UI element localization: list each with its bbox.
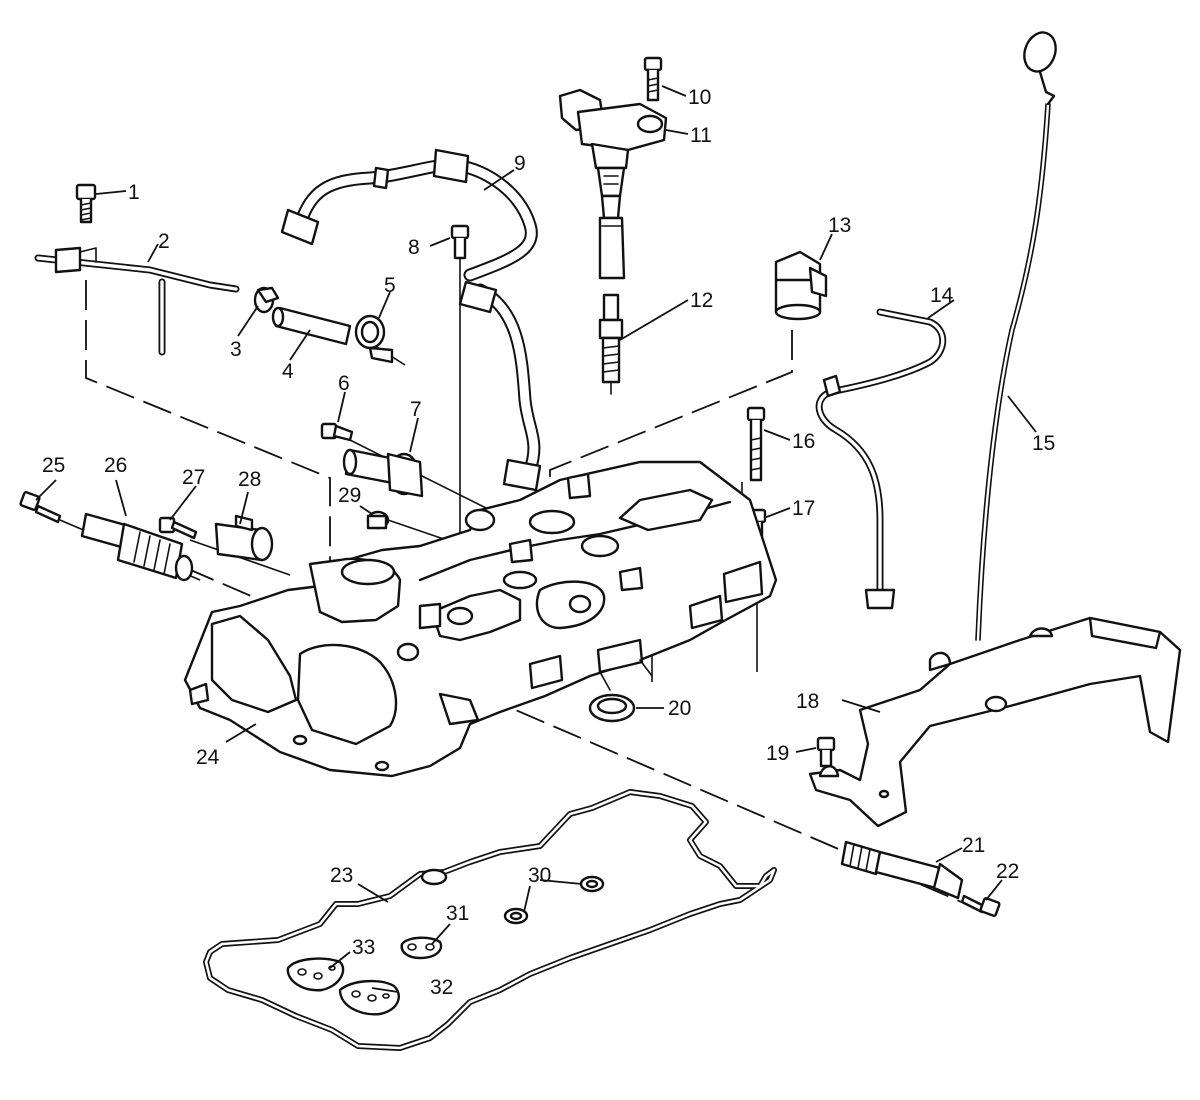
part-20-seal: [588, 693, 636, 723]
callout-14: 14: [930, 284, 954, 307]
callout-20: 20: [668, 697, 691, 720]
part-10-bolt: [643, 56, 663, 102]
leader-lines: [35, 85, 1037, 993]
callout-19: 19: [766, 742, 789, 765]
callout-3: 3: [230, 338, 242, 361]
callout-8: 8: [408, 236, 420, 259]
part-2-vent-tube: [34, 246, 240, 356]
part-21-solenoid: [840, 840, 964, 900]
part-27-bolt: [158, 516, 198, 540]
callout-22: 22: [996, 860, 1019, 883]
part-14-dipstick-tube: [815, 308, 947, 610]
callout-24: 24: [196, 746, 220, 769]
callout-7: 7: [410, 398, 422, 421]
part-8-bolt: [450, 224, 470, 260]
part-15-dipstick: [975, 31, 1057, 641]
callout-31: 31: [446, 902, 469, 925]
part-11-ignition-coil: [558, 88, 668, 280]
part-6-bolt: [320, 422, 354, 442]
part-3-clamp: [253, 286, 280, 314]
callout-25: 25: [42, 454, 65, 477]
part-25-bolt: [19, 491, 62, 524]
callout-26: 26: [104, 454, 127, 477]
callout-28: 28: [238, 468, 261, 491]
part-12-spark-plug: [598, 293, 624, 395]
callout-29: 29: [338, 484, 361, 507]
part-28-seal: [214, 514, 274, 562]
callout-23: 23: [330, 864, 353, 887]
callout-5: 5: [384, 274, 396, 297]
part-4-hose: [271, 306, 352, 346]
part-26-solenoid: [80, 512, 194, 582]
part-22-bolt: [960, 894, 1001, 917]
callout-12: 12: [690, 289, 713, 312]
part-16-bolt: [746, 406, 766, 482]
part-29-grommet: [366, 510, 390, 530]
part-5-clamp: [354, 314, 394, 364]
callout-21: 21: [962, 834, 985, 857]
callout-33: 33: [352, 936, 375, 959]
callout-1: 1: [128, 181, 140, 204]
part-19-bolt: [816, 736, 836, 768]
callout-32: 32: [430, 976, 453, 999]
callout-27: 27: [182, 466, 205, 489]
part-32-seal: [338, 979, 400, 1016]
part-24-valve-cover: [183, 460, 778, 778]
callout-16: 16: [792, 430, 815, 453]
part-9-pcv-hose: [280, 148, 542, 492]
part-1-bolt: [75, 183, 97, 224]
part-31-seal: [400, 936, 443, 960]
callout-11: 11: [690, 124, 712, 147]
callout-9: 9: [514, 152, 526, 175]
callout-6: 6: [338, 372, 350, 395]
callout-4: 4: [282, 360, 294, 383]
callout-10: 10: [688, 86, 711, 109]
part-33-seal: [286, 957, 345, 992]
callout-13: 13: [828, 214, 851, 237]
part-13-sensor: [774, 250, 828, 321]
callout-15: 15: [1032, 432, 1055, 455]
callout-2: 2: [158, 230, 170, 253]
callout-labels: 1 2 3 4 5 6 7 8 9 10 11 12 13 14 15 16 1…: [42, 86, 1055, 999]
callout-17: 17: [792, 497, 815, 520]
part-23-gasket: [203, 789, 777, 1051]
part-18-bracket: [808, 616, 1182, 828]
part-7-valve: [342, 448, 424, 498]
callout-18: 18: [796, 690, 819, 713]
callout-30: 30: [528, 864, 551, 887]
part-30-seals: [503, 875, 605, 925]
